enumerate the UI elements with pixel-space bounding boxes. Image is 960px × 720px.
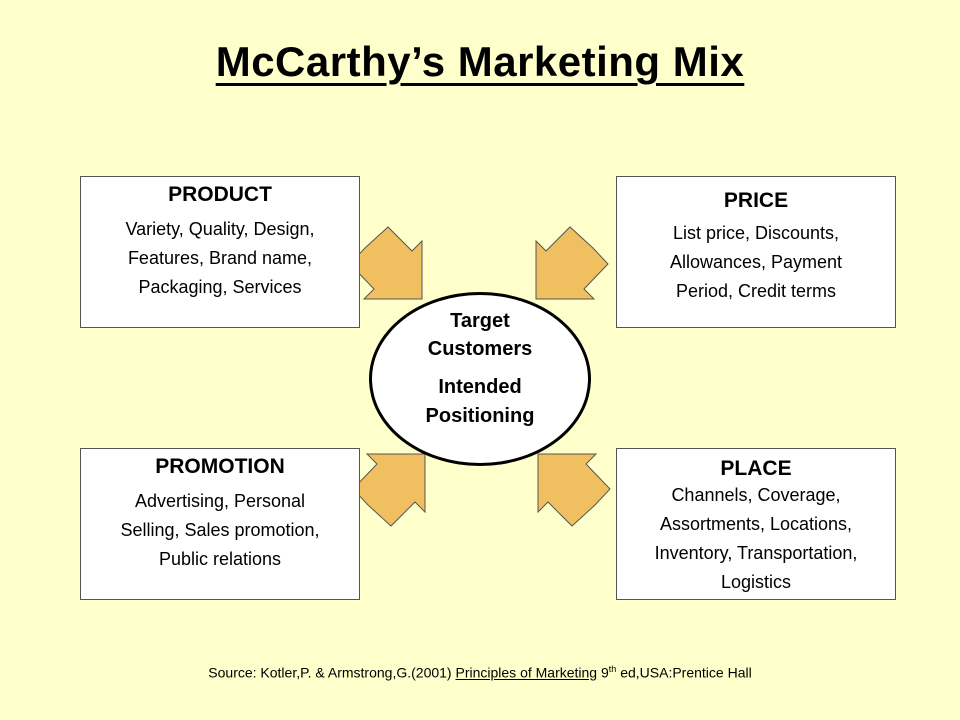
place-line: Logistics	[720, 572, 792, 592]
arrow-place-icon	[537, 453, 611, 527]
price-line: Allowances, Payment	[669, 252, 843, 272]
product-description: Variety, Quality, Design, Features, Bran…	[81, 215, 359, 302]
product-line: Packaging, Services	[138, 277, 302, 297]
promotion-line: Public relations	[158, 549, 282, 569]
center-line: Positioning	[425, 405, 535, 427]
source-edition-sup: th	[608, 664, 617, 674]
price-description: List price, Discounts, Allowances, Payme…	[617, 219, 895, 306]
center-line: Intended	[438, 376, 522, 398]
place-line: Inventory, Transportation,	[654, 543, 858, 563]
center-line: Customers	[427, 338, 533, 360]
product-box: PRODUCT Variety, Quality, Design, Featur…	[80, 176, 360, 328]
source-book-title: Principles of Marketing	[455, 664, 598, 681]
source-citation: Source: Kotler,P. & Armstrong,G.(2001) P…	[0, 664, 960, 681]
place-line: Channels, Coverage,	[671, 485, 841, 505]
center-line: Target	[450, 310, 510, 332]
target-customers-label: Target Customers	[372, 307, 588, 363]
source-suffix: ed,USA:Prentice Hall	[616, 664, 752, 681]
arrow-price-icon	[535, 226, 609, 300]
price-line: Period, Credit terms	[675, 281, 837, 301]
place-heading: PLACE	[720, 457, 792, 480]
slide-title-text: McCarthy’s Marketing Mix	[215, 38, 745, 85]
source-edition: 9	[597, 664, 609, 681]
product-line: Variety, Quality, Design,	[125, 219, 315, 239]
place-description: Channels, Coverage, Assortments, Locatio…	[617, 481, 895, 597]
source-prefix: Source: Kotler,P. & Armstrong,G.(2001)	[208, 664, 456, 681]
arrow-promotion-icon	[352, 453, 426, 527]
target-customers-ellipse: Target Customers Intended Positioning	[369, 292, 591, 466]
place-line: Assortments, Locations,	[659, 514, 853, 534]
promotion-box: PROMOTION Advertising, Personal Selling,…	[80, 448, 360, 600]
product-line: Features, Brand name,	[127, 248, 313, 268]
product-heading: PRODUCT	[168, 183, 272, 206]
place-box: PLACE Channels, Coverage, Assortments, L…	[616, 448, 896, 600]
slide-title: McCarthy’s Marketing Mix	[0, 38, 960, 86]
promotion-line: Selling, Sales promotion,	[120, 520, 320, 540]
intended-positioning-label: Intended Positioning	[372, 373, 588, 431]
price-box: PRICE List price, Discounts, Allowances,…	[616, 176, 896, 328]
price-line: List price, Discounts,	[672, 223, 840, 243]
promotion-heading: PROMOTION	[155, 455, 285, 478]
arrow-product-icon	[349, 226, 423, 300]
promotion-line: Advertising, Personal	[134, 491, 306, 511]
price-heading: PRICE	[723, 189, 789, 212]
promotion-description: Advertising, Personal Selling, Sales pro…	[81, 487, 359, 574]
